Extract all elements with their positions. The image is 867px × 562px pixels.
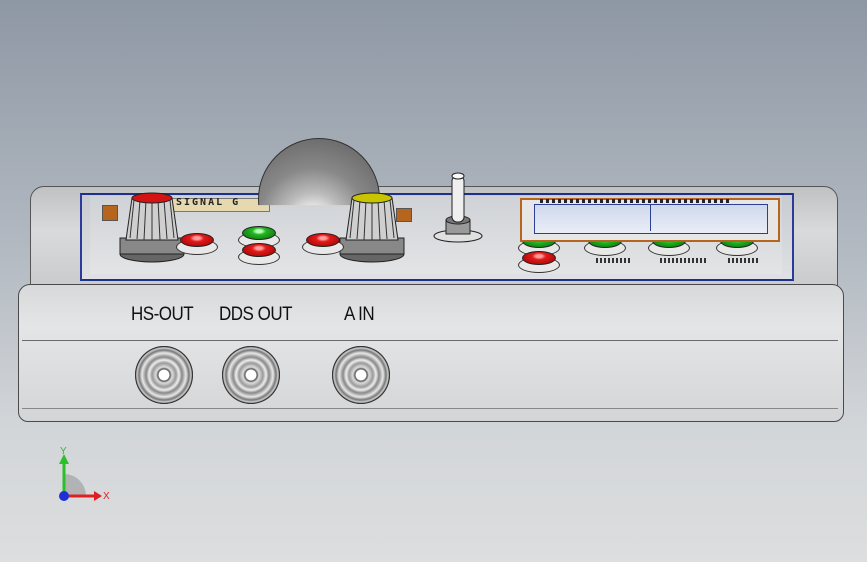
dds-out-connector[interactable] xyxy=(222,346,280,404)
panel-strip-right xyxy=(396,208,412,222)
left-rotary-knob[interactable] xyxy=(112,186,192,266)
red-push-button[interactable] xyxy=(522,251,556,265)
toggle-switch[interactable] xyxy=(430,168,486,246)
green-push-button[interactable] xyxy=(242,226,276,240)
hs-out-label: HS-OUT xyxy=(131,302,194,325)
red-push-button[interactable] xyxy=(242,243,276,257)
a-in-connector[interactable] xyxy=(332,346,390,404)
front-seam xyxy=(22,340,838,341)
knob-cap-red xyxy=(131,192,173,204)
button-marking xyxy=(728,258,760,263)
button-marking xyxy=(660,258,708,263)
y-axis-label: Y xyxy=(60,446,67,457)
panel-title: SIGNAL G xyxy=(176,197,241,208)
display-divider xyxy=(650,205,651,231)
panel-strip-left xyxy=(102,205,118,221)
button-marking xyxy=(596,258,632,263)
hs-out-connector[interactable] xyxy=(135,346,193,404)
red-push-button[interactable] xyxy=(180,233,214,247)
center-rotary-knob[interactable] xyxy=(332,186,412,266)
x-axis-label: X xyxy=(103,491,110,502)
dds-out-label: DDS OUT xyxy=(219,302,293,325)
display-screen xyxy=(534,204,768,234)
a-in-label: A IN xyxy=(344,302,375,325)
front-bottom-edge xyxy=(22,408,838,409)
axis-triad-icon: Y X xyxy=(59,446,110,502)
red-push-button[interactable] xyxy=(306,233,340,247)
display-header xyxy=(540,199,730,203)
knob-cap-yellow xyxy=(351,192,393,204)
